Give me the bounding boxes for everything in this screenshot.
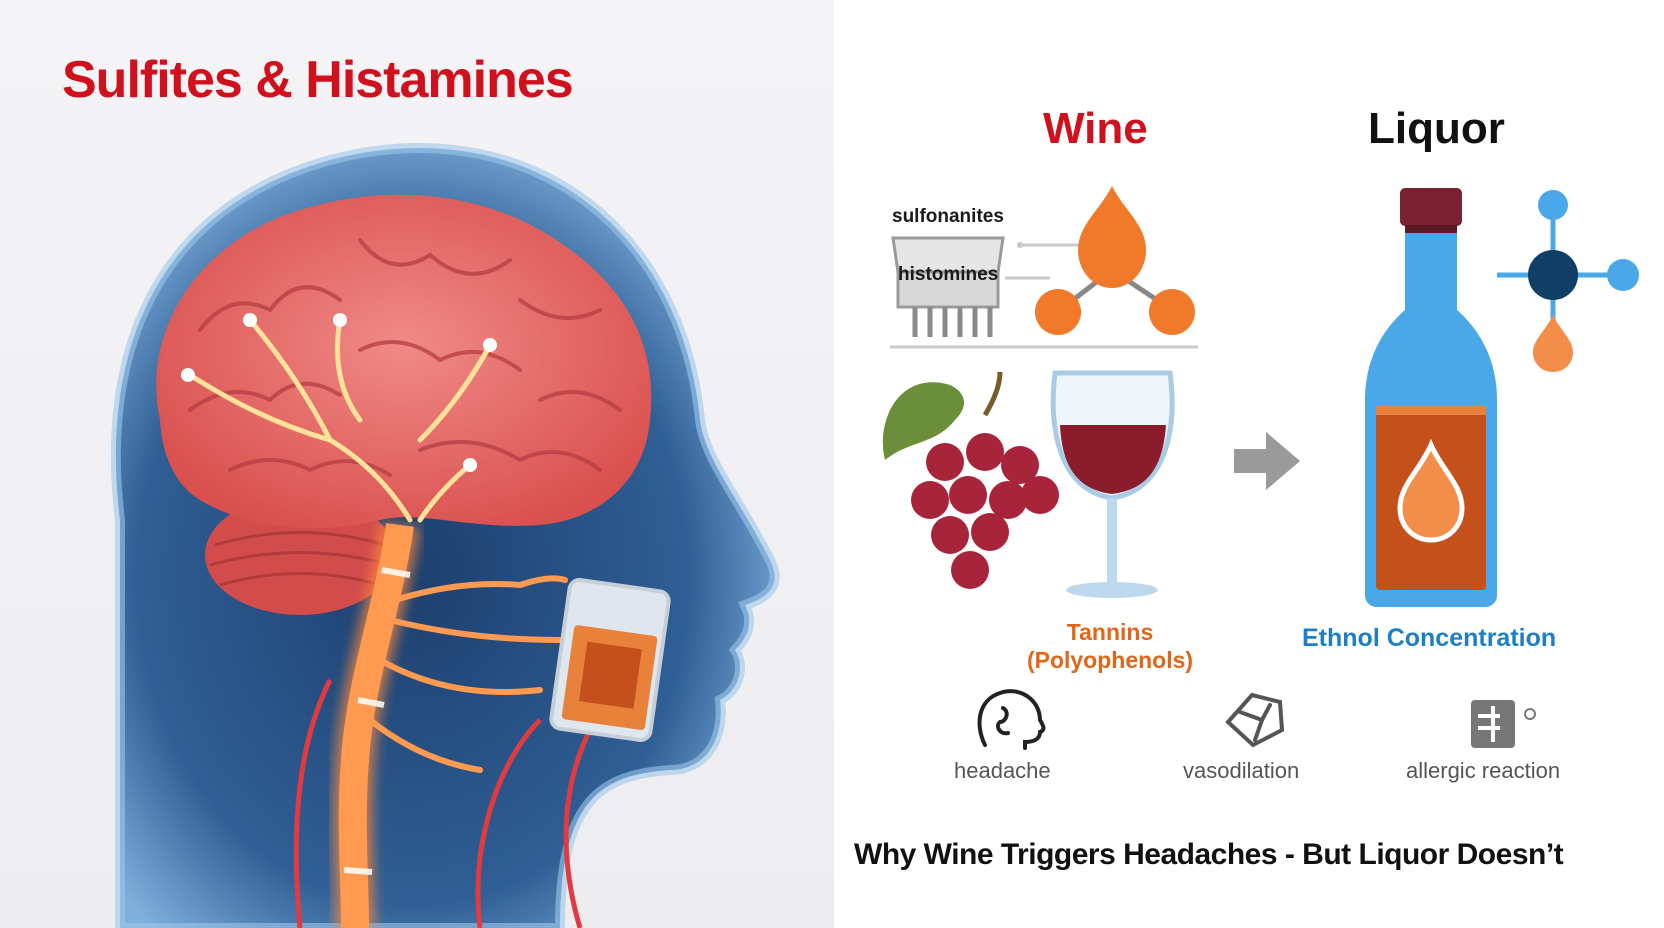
left-panel: Sulfites & Histamines bbox=[0, 0, 834, 928]
ethanol-concentration-label: Ethnol Concentration bbox=[1302, 624, 1557, 652]
spinal-cord bbox=[338, 523, 414, 928]
bottom-caption: Why Wine Triggers Headaches - But Liquor… bbox=[854, 838, 1564, 871]
wine-glass-icon bbox=[1050, 370, 1175, 598]
glass-icon bbox=[549, 578, 671, 742]
tannins-label-line2: (Polyophenols) bbox=[1026, 647, 1194, 673]
vessel-icon bbox=[1225, 692, 1285, 748]
head-profile-icon bbox=[977, 689, 1046, 750]
effect-label-allergic-reaction: allergic reaction bbox=[1406, 758, 1561, 783]
effect-label-headache: headache bbox=[954, 758, 1051, 783]
allergy-icon bbox=[1471, 700, 1536, 748]
wine-heading: Wine bbox=[1043, 104, 1148, 153]
left-panel-title: Sulfites & Histamines bbox=[62, 51, 574, 109]
liquor-heading: Liquor bbox=[1368, 104, 1505, 153]
sulfite-molecule-icon bbox=[1035, 186, 1195, 335]
ethanol-molecule-icon bbox=[1497, 190, 1639, 372]
liquor-bottle-icon bbox=[1365, 188, 1497, 607]
filter-device-icon bbox=[891, 236, 1005, 337]
head-illustration bbox=[110, 143, 780, 928]
tannins-label-line1: Tannins bbox=[1066, 619, 1154, 645]
brain-shape bbox=[156, 194, 652, 529]
tannins-label: Tannins (Polyophenols) bbox=[1010, 618, 1210, 674]
filter-bottom-label: histomines bbox=[898, 264, 999, 285]
effect-label-vasodilation: vasodilation bbox=[1183, 758, 1300, 783]
arrow-right-icon bbox=[1234, 432, 1300, 490]
filter-top-label: sulfonanites bbox=[892, 206, 1004, 227]
grapes-icon bbox=[882, 371, 1059, 589]
